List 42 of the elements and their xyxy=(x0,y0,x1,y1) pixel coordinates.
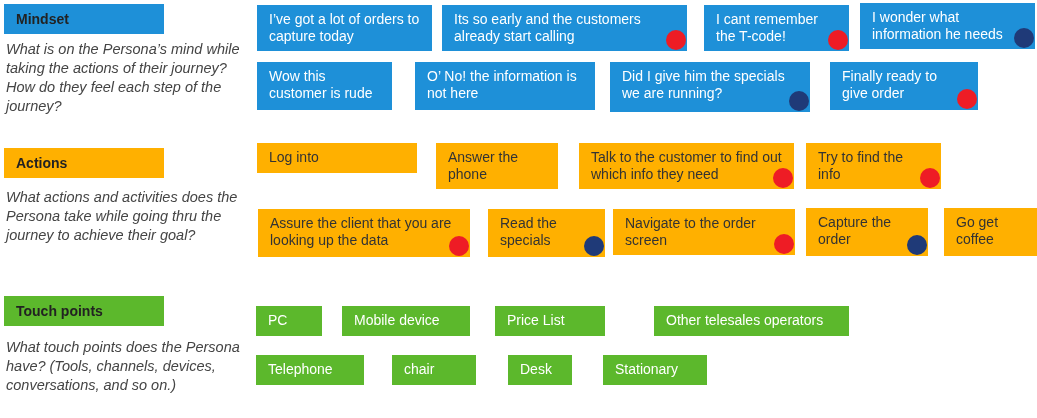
sticky-note: Its so early and the customers already start calling xyxy=(442,5,687,51)
description-text: What touch points does the Persona have? (Tools, channels, devices, conversations, and so on.) xyxy=(6,338,241,395)
sticky-note: Answer the phone xyxy=(436,143,558,189)
sticky-note: Try to find the info xyxy=(806,143,941,189)
sticky-note: Read the specials xyxy=(488,209,605,257)
sticky-note: Log into xyxy=(257,143,417,173)
status-dot xyxy=(828,30,848,50)
sticky-note: chair xyxy=(392,355,476,385)
sticky-note: Capture the order xyxy=(806,208,928,256)
section-header: Mindset xyxy=(4,4,164,34)
sticky-note: Other telesales operators xyxy=(654,306,849,336)
sticky-note: Wow this customer is rude xyxy=(257,62,392,110)
sticky-note: I’ve got a lot of orders to capture today xyxy=(257,5,432,51)
sticky-note: PC xyxy=(256,306,322,336)
status-dot xyxy=(773,168,793,188)
description-text: What is on the Persona’s mind while taking the actions of their journey? How do they feel each step of the journey? xyxy=(6,40,241,116)
status-dot xyxy=(774,234,794,254)
status-dot xyxy=(789,91,809,111)
status-dot xyxy=(584,236,604,256)
sticky-note: Desk xyxy=(508,355,572,385)
sticky-note: I wonder what information he needs xyxy=(860,3,1035,49)
sticky-note: Go get coffee xyxy=(944,208,1037,256)
sticky-note: Mobile device xyxy=(342,306,470,336)
sticky-note: Did I give him the specials we are running? xyxy=(610,62,810,112)
sticky-note: Price List xyxy=(495,306,605,336)
description-text: What actions and activities does the Persona take while going thru the journey to achieve their goal? xyxy=(6,188,239,245)
status-dot xyxy=(1014,28,1034,48)
section-header: Actions xyxy=(4,148,164,178)
section-header: Touch points xyxy=(4,296,164,326)
sticky-note: Talk to the customer to find out which info they need xyxy=(579,143,794,189)
sticky-note: Assure the client that you are looking up the data xyxy=(258,209,470,257)
status-dot xyxy=(666,30,686,50)
sticky-note: Stationary xyxy=(603,355,707,385)
sticky-note: O’ No! the information is not here xyxy=(415,62,595,110)
sticky-note: Telephone xyxy=(256,355,364,385)
sticky-note: Finally ready to give order xyxy=(830,62,978,110)
sticky-note: Navigate to the order screen xyxy=(613,209,795,255)
status-dot xyxy=(920,168,940,188)
status-dot xyxy=(449,236,469,256)
sticky-note: I cant remember the T-code! xyxy=(704,5,849,51)
status-dot xyxy=(907,235,927,255)
status-dot xyxy=(957,89,977,109)
